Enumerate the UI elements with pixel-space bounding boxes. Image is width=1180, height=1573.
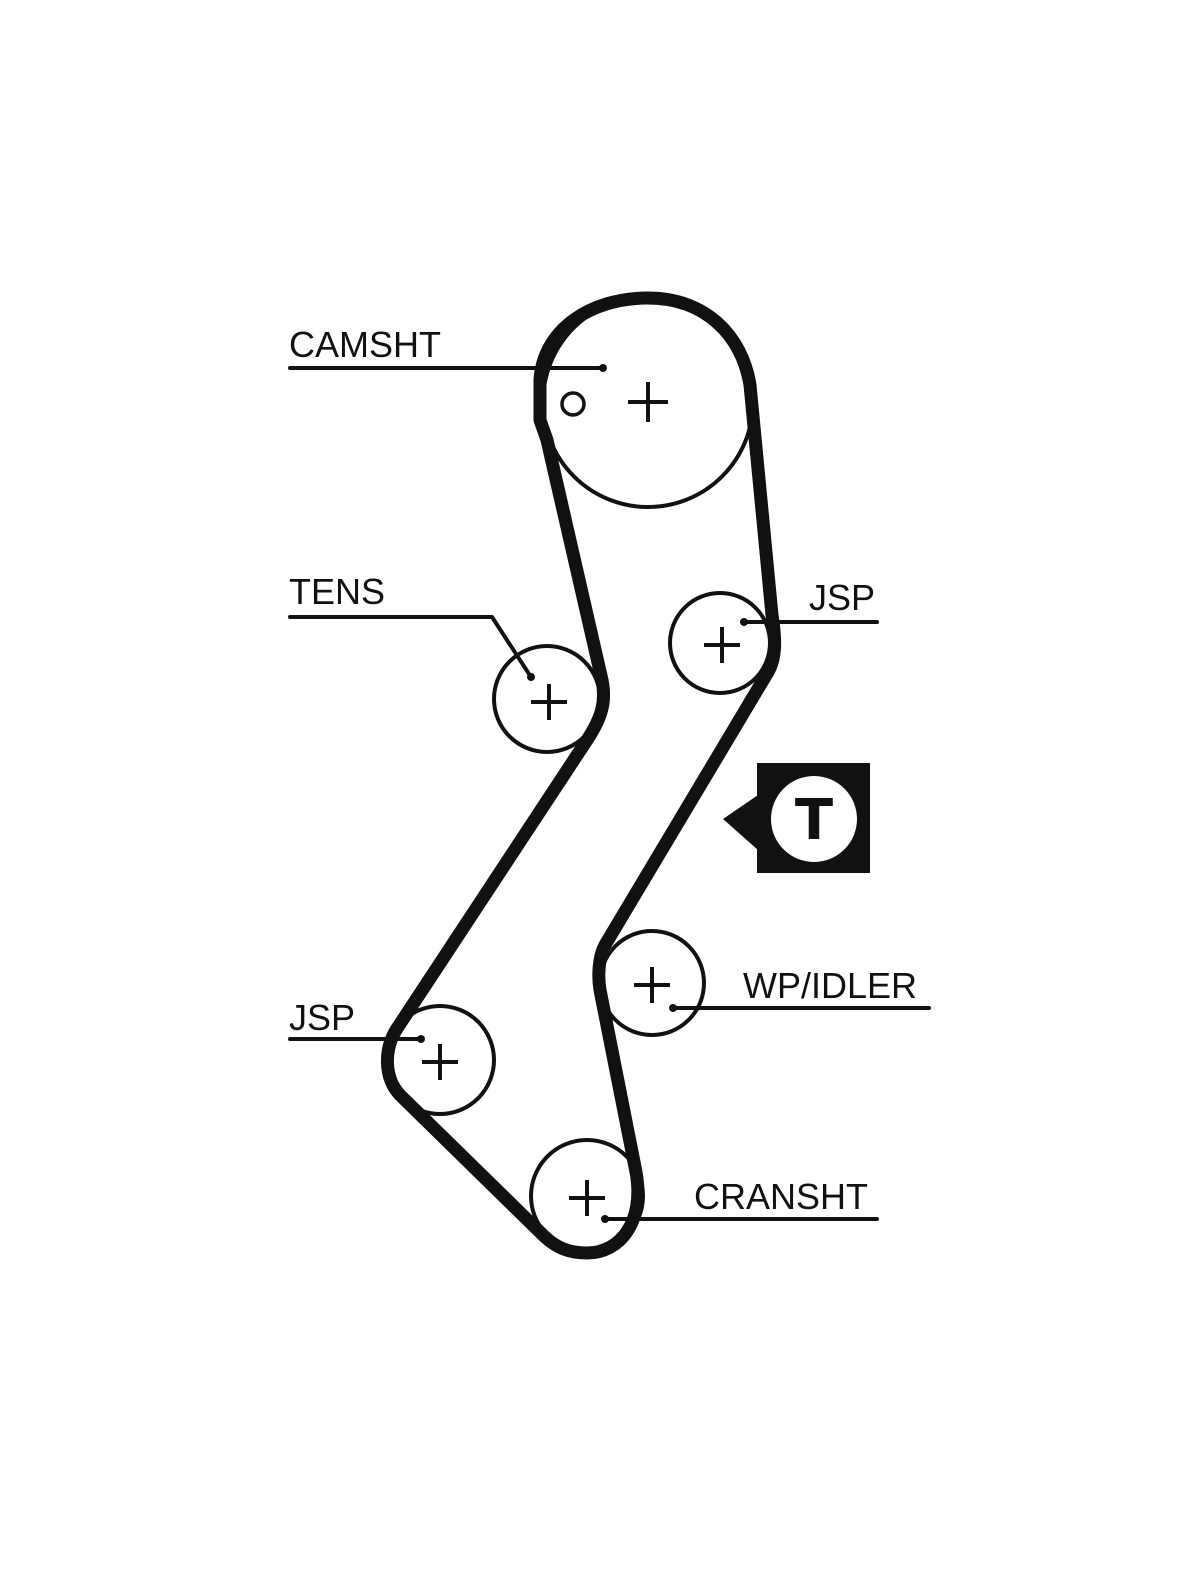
tension-badge-letter: T <box>795 788 833 853</box>
water-pump-idler-label: WP/IDLER <box>743 965 917 1006</box>
jsp-pulley-right <box>668 591 772 695</box>
crankshaft-label: CRANSHT <box>694 1176 868 1217</box>
jsp-right-leader-dot <box>740 618 748 626</box>
jsp-left-leader-dot <box>417 1035 425 1043</box>
tensioner-label: TENS <box>289 571 385 612</box>
timing-mark-icon <box>560 391 586 417</box>
water-pump-idler-leader-dot <box>669 1004 677 1012</box>
camshaft-label: CAMSHT <box>289 324 441 365</box>
jsp-pulley-left <box>384 1004 496 1116</box>
crankshaft-leader-dot <box>601 1215 609 1223</box>
camshaft-leader-dot <box>599 364 607 372</box>
timing-belt <box>380 291 782 1260</box>
tension-badge-icon: T <box>723 763 870 873</box>
water-pump-idler-pulley <box>598 929 706 1037</box>
jsp-left-label: JSP <box>289 997 355 1038</box>
tensioner-leader-dot <box>527 673 535 681</box>
tensioner-leader-line <box>288 615 533 679</box>
jsp-right-label: JSP <box>809 577 875 618</box>
